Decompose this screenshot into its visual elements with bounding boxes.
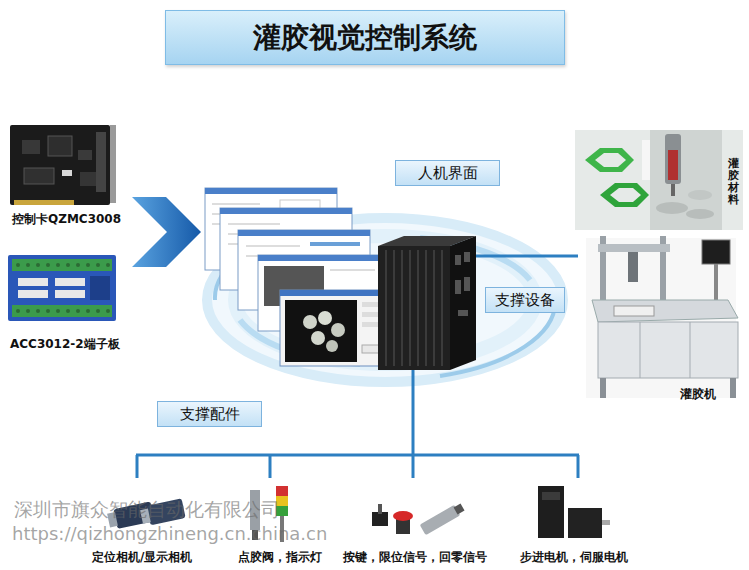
box-text: 支撑配件 (180, 405, 240, 424)
software-screens (205, 188, 418, 366)
swirl-rings (207, 218, 563, 382)
accessory-label: 按键，限位信号，回零信号 (343, 549, 487, 566)
part-label: ACC3012-2端子板 (10, 336, 120, 353)
switch-icons (372, 502, 466, 535)
label-box: 支撑配件 (157, 401, 262, 427)
industrial-pc (378, 236, 476, 370)
photo-label: 灌胶材料 (728, 158, 739, 206)
link-line (470, 255, 578, 258)
box-text: 人机界面 (418, 164, 478, 183)
potting-machine (586, 236, 738, 398)
part-label: 灌胶机 (680, 386, 716, 403)
control-card (10, 125, 116, 205)
potting-material-photo (575, 130, 743, 230)
accessory-label: 步进电机，伺服电机 (520, 549, 628, 566)
title-text: 灌胶视觉控制系统 (253, 19, 477, 57)
label-box: 人机界面 (395, 160, 500, 186)
terminal-board (8, 255, 116, 321)
accessory-label: 点胶阀，指示灯 (238, 549, 322, 566)
label-box: 支撑设备 (485, 287, 565, 313)
chevron-arrow (132, 197, 201, 267)
box-text: 支撑设备 (495, 291, 555, 310)
watermark: 深圳市旗众智能自动化有限公司 (14, 497, 280, 523)
accessory-label: 定位相机/显示相机 (92, 549, 192, 566)
tree-lines (136, 370, 579, 478)
title-box: 灌胶视觉控制系统 (165, 10, 565, 65)
watermark: https://qizhongzhineng.cn.china.cn (12, 523, 327, 544)
part-label: 控制卡QZMC3008 (12, 211, 121, 228)
motor-icons (538, 486, 610, 538)
